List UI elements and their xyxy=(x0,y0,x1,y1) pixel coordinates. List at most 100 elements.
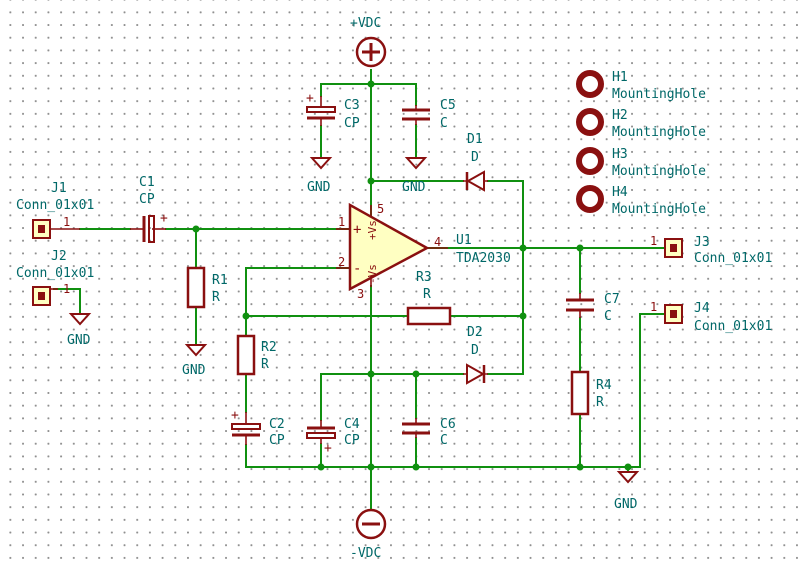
resistor-r4[interactable]: R4 R xyxy=(570,370,612,416)
capacitor-c4[interactable]: + C4 CP xyxy=(306,417,360,456)
c3-polarity: + xyxy=(306,91,314,106)
j1-ref: J1 xyxy=(51,181,67,196)
capacitor-c5[interactable]: C5 C xyxy=(402,98,456,131)
capacitor-c3[interactable]: + C3 CP xyxy=(306,91,360,131)
c7-ref: C7 xyxy=(604,292,620,307)
vpos-label: +VDC xyxy=(350,16,381,31)
c3-ref: C3 xyxy=(344,98,360,113)
j2-value: Conn_01x01 xyxy=(16,266,94,281)
junction xyxy=(576,244,584,252)
h2-ref: H2 xyxy=(612,108,628,123)
gnd-label: GND xyxy=(614,497,638,512)
mounting-hole-h2[interactable]: H2 MountingHole xyxy=(576,108,706,140)
gnd-symbol-j2[interactable]: GND xyxy=(67,313,92,348)
j4-pin: 1 xyxy=(650,300,657,314)
wire-junctions xyxy=(192,80,632,471)
mounting-hole-h3[interactable]: H3 MountingHole xyxy=(576,147,706,179)
gnd-symbol-r1[interactable]: GND xyxy=(182,344,208,378)
junction xyxy=(317,463,325,471)
u1-pin-2: 2 xyxy=(338,255,345,269)
u1-plus-input: + xyxy=(353,222,361,238)
capacitor-c7[interactable]: C7 C xyxy=(566,292,620,324)
junction xyxy=(242,312,250,320)
amplifier-u1[interactable]: 1 2 4 5 3 + - +Vs -Vs U1 TDA2030 xyxy=(336,202,511,301)
diode-d2[interactable]: D2 D xyxy=(463,325,488,385)
gnd-symbol-main[interactable]: GND xyxy=(614,471,640,512)
u1-vs-plus: +Vs xyxy=(366,220,379,240)
h3-value: MountingHole xyxy=(612,164,706,179)
vneg-label: -VDC xyxy=(350,546,381,561)
junction xyxy=(412,463,420,471)
mounting-hole-h4[interactable]: H4 MountingHole xyxy=(576,185,706,217)
junction xyxy=(519,312,527,320)
c5-value: C xyxy=(440,116,448,131)
r1-value: R xyxy=(212,290,220,305)
gnd-label: GND xyxy=(182,363,206,378)
junction xyxy=(519,244,527,252)
j3-ref: J3 xyxy=(694,235,710,250)
connector-j3[interactable]: 1 J3 Conn_01x01 xyxy=(650,234,772,266)
wires xyxy=(53,69,666,511)
d1-value: D xyxy=(471,150,479,165)
connector-j4[interactable]: 1 J4 Conn_01x01 xyxy=(650,300,772,334)
r1-ref: R1 xyxy=(212,273,228,288)
r3-ref: R3 xyxy=(416,270,432,285)
junction xyxy=(367,177,375,185)
gnd-label: GND xyxy=(402,180,426,195)
junction xyxy=(367,80,375,88)
c1-value: CP xyxy=(139,192,155,207)
j3-value: Conn_01x01 xyxy=(694,251,772,266)
r4-value: R xyxy=(596,395,604,410)
gnd-symbol-c5[interactable]: GND xyxy=(402,157,428,195)
gnd-label: GND xyxy=(67,333,91,348)
connector-j1[interactable]: 1 J1 Conn_01x01 xyxy=(16,181,94,239)
u1-value: TDA2030 xyxy=(456,251,511,266)
d2-value: D xyxy=(471,343,479,358)
junction xyxy=(192,225,200,233)
diode-d1[interactable]: D1 D xyxy=(463,132,488,192)
capacitor-c1[interactable]: + C1 CP xyxy=(130,175,168,243)
gnd-symbol-c3[interactable]: GND xyxy=(307,157,333,195)
j3-pin: 1 xyxy=(650,234,657,248)
capacitor-c2[interactable]: + C2 CP xyxy=(231,408,285,448)
u1-ref: U1 xyxy=(456,233,472,248)
c2-polarity: + xyxy=(231,408,239,423)
junction xyxy=(576,463,584,471)
j2-pin: 1 xyxy=(63,282,70,296)
u1-pin-1: 1 xyxy=(338,215,345,229)
junction xyxy=(367,463,375,471)
resistor-r1[interactable]: R1 R xyxy=(186,266,228,309)
c3-value: CP xyxy=(344,116,360,131)
c4-ref: C4 xyxy=(344,417,360,432)
vneg-power-symbol[interactable]: -VDC xyxy=(350,508,387,561)
c6-ref: C6 xyxy=(440,417,456,432)
capacitor-c6[interactable]: C6 C xyxy=(402,417,456,448)
connector-j2[interactable]: 1 J2 Conn_01x01 xyxy=(16,249,94,306)
c4-polarity: + xyxy=(324,441,332,456)
r2-ref: R2 xyxy=(261,340,277,355)
h1-ref: H1 xyxy=(612,70,628,85)
c1-polarity: + xyxy=(160,211,168,226)
resistor-r3[interactable]: R3 R xyxy=(406,270,452,326)
j1-value: Conn_01x01 xyxy=(16,198,94,213)
h1-value: MountingHole xyxy=(612,87,706,102)
junction xyxy=(412,370,420,378)
h4-value: MountingHole xyxy=(612,202,706,217)
vpos-power-symbol[interactable]: +VDC xyxy=(350,16,387,68)
c6-value: C xyxy=(440,433,448,448)
u1-vs-minus: -Vs xyxy=(366,264,379,284)
j4-value: Conn_01x01 xyxy=(694,319,772,334)
r3-value: R xyxy=(423,287,431,302)
j2-ref: J2 xyxy=(51,249,67,264)
u1-pin-4: 4 xyxy=(434,235,441,249)
u1-minus-input: - xyxy=(353,261,361,277)
d1-ref: D1 xyxy=(467,132,483,147)
j1-pin: 1 xyxy=(63,215,70,229)
d2-ref: D2 xyxy=(467,325,483,340)
mounting-hole-h1[interactable]: H1 MountingHole xyxy=(576,70,706,102)
resistor-r2[interactable]: R2 R xyxy=(236,334,277,376)
junction xyxy=(624,463,632,471)
junction xyxy=(367,370,375,378)
